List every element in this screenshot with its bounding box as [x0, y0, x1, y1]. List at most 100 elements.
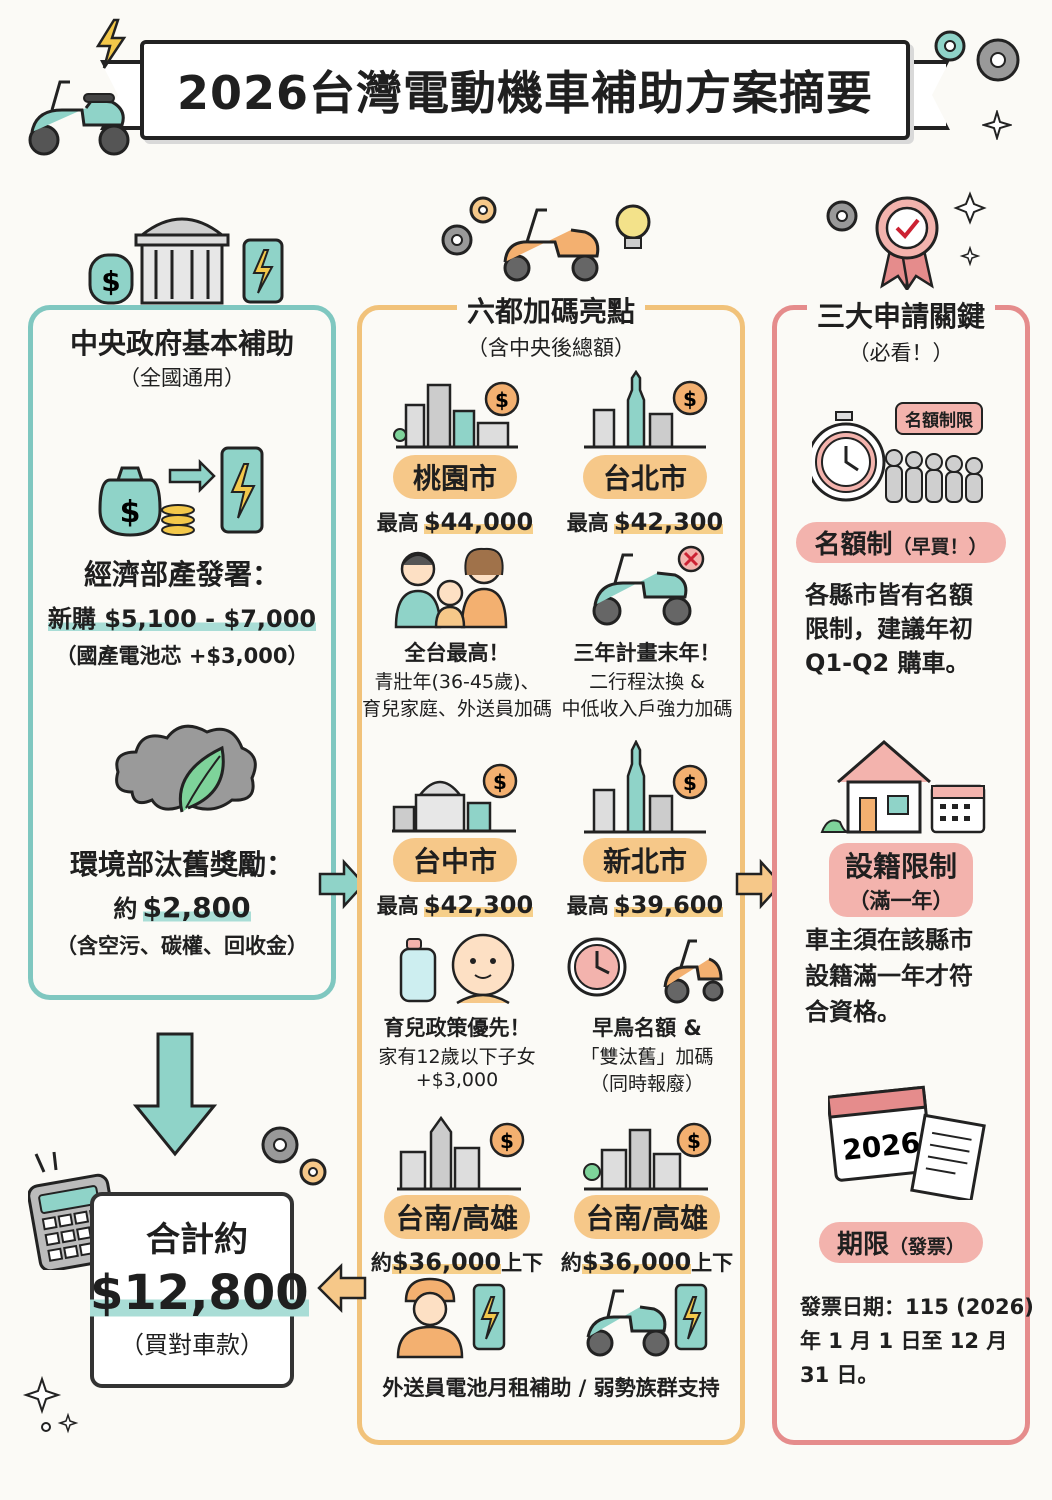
city-newtaipei-note2: 「雙汰舊」加碼: [580, 1046, 714, 1068]
central-panel: [28, 305, 336, 1000]
deadline-text: 發票日期：115 (2026) 年 1 月 1 日至 12 月 31 日。: [800, 1290, 1034, 1392]
residency-title-block: 設籍限制 （滿一年）: [772, 843, 1030, 917]
city-taoyuan-max: $44,000: [423, 508, 534, 536]
city-tainan-left-name: 台南/高雄: [383, 1195, 531, 1239]
deadline-text-line-1: 發票日期：115 (2026): [800, 1295, 1034, 1319]
city-taichung-max: $42,300: [423, 891, 534, 919]
quota-text-line-2: 限制，建議年初: [805, 615, 973, 643]
title-banner: 2026台灣電動機車補助方案摘要: [140, 40, 910, 140]
keys-heading-block: 三大申請關鍵 （必看！）: [772, 295, 1030, 367]
keys-subheading: （必看！）: [848, 341, 954, 365]
government-building-icon: $: [88, 217, 284, 305]
residency-text-line-2: 設籍滿一年才符: [805, 962, 973, 990]
total-label: 合計約: [146, 1220, 248, 1260]
city-taichung-note1: 育兒政策優先！: [383, 1016, 531, 1040]
city-taichung-max-prefix: 最高: [376, 894, 419, 918]
city-taoyuan-name: 桃園市: [392, 455, 517, 499]
city-taoyuan: 桃園市 最高 $44,000: [365, 455, 545, 537]
moea-amount: 新購 $5,100 - $7,000: [47, 605, 317, 633]
svg-text:$: $: [493, 770, 507, 794]
house-calendar-icon: [820, 740, 986, 834]
city-newtaipei: 新北市 最高 $39,600: [555, 838, 735, 920]
city-newtaipei-name: 新北市: [582, 838, 707, 882]
residency-text-line-3: 合資格。: [805, 998, 901, 1026]
lightning-icon: [95, 18, 127, 69]
quota-title-block: 名額制（早買！）: [772, 522, 1030, 563]
residency-text-line-1: 車主須在該縣市: [805, 926, 973, 954]
svg-text:$: $: [683, 771, 697, 795]
cities-heading-block: 六都加碼亮點 （含中央後總額）: [357, 290, 745, 362]
baby-bottle-icon: [399, 933, 515, 1005]
city-taoyuan-note3: 育兒家庭、外送員加碼: [362, 698, 553, 720]
moea-extra: （國產電池芯 +$3,000）: [55, 644, 309, 668]
taipei101-skyline-icon: $: [584, 740, 708, 834]
total-amount: $12,800: [90, 1265, 309, 1321]
money-to-battery-icon: $: [98, 446, 264, 537]
cities-bottom-note-block: 外送員電池月租補助 / 弱勢族群支持: [357, 1372, 745, 1402]
svg-text:$: $: [120, 495, 141, 530]
smoke-leaf-icon: [115, 724, 257, 813]
city-tainan-left-prefix: 約: [370, 1251, 392, 1275]
city-taipei-note2: 二行程汰換 &: [589, 671, 705, 693]
residency-sub: （滿一年）: [848, 889, 954, 913]
city-taoyuan-note1: 全台最高！: [404, 641, 510, 665]
svg-text:$: $: [683, 387, 697, 411]
city-taichung: 台中市 最高 $42,300: [365, 838, 545, 920]
deadline-title: 期限: [836, 1230, 889, 1260]
epa-amount-prefix: 約: [113, 895, 138, 923]
city-taipei-max: $42,300: [613, 508, 724, 536]
city-newtaipei-max-prefix: 最高: [566, 894, 609, 918]
city-taichung-notes: 育兒政策優先！ 家有12歲以下子女 +$3,000: [362, 1012, 552, 1091]
page-title: 2026台灣電動機車補助方案摘要: [176, 66, 874, 120]
cities-heading: 六都加碼亮點: [456, 295, 645, 328]
deadline-text-line-3: 31 日。: [800, 1363, 879, 1387]
city-newtaipei-notes: 早鳥名額 & 「雙汰舊」加碼 （同時報廢）: [552, 1012, 742, 1096]
central-heading: 中央政府基本補助: [69, 327, 294, 360]
quota-tag-label: 名額制限: [905, 411, 973, 431]
epa-block: 環境部汰舊獎勵： 約 $2,800 （含空污、碳權、回收金）: [28, 843, 336, 960]
city-tainan-left-amount: $36,000: [391, 1248, 502, 1276]
total-note: （買對車款）: [120, 1331, 264, 1359]
badge-gear-icon: [826, 191, 987, 290]
city-taoyuan-max-prefix: 最高: [376, 511, 419, 535]
city-newtaipei-note1: 早鳥名額 &: [592, 1016, 702, 1040]
quota-title: 名額制: [814, 530, 893, 560]
scooter-gears-bulb-icon: [441, 196, 651, 282]
residency-title: 設籍限制: [844, 850, 957, 883]
sparkle-icon: [22, 1375, 79, 1434]
city-taoyuan-notes: 全台最高！ 青壯年(36-45歲)、 育兒家庭、外送員加碼: [362, 637, 552, 721]
deadline-title-block: 期限（發票）: [772, 1222, 1030, 1263]
cities-bottom-note: 外送員電池月租補助 / 弱勢族群支持: [382, 1376, 720, 1400]
scooter-cross-icon: [592, 545, 705, 626]
quota-text-line-3: Q1-Q2 購車。: [805, 649, 970, 677]
city-taipei-note1: 三年計畫末年！: [573, 641, 721, 665]
total-block: 合計約 $12,800 （買對車款）: [90, 1212, 309, 1360]
city-tainan-left-suffix: 上下: [501, 1251, 544, 1275]
left-arrow-icon: [317, 1262, 367, 1314]
sparkle-icon: [982, 110, 1012, 140]
city-taipei: 台北市 最高 $42,300: [555, 455, 735, 537]
svg-text:$: $: [495, 388, 509, 412]
cities-subheading: （含中央後總額）: [467, 336, 635, 360]
city-taipei-name: 台北市: [582, 455, 707, 499]
alarm-clock-scooter-icon: [567, 937, 724, 1004]
quota-text-line-1: 各縣市皆有名額: [805, 581, 973, 609]
family-icon: [394, 547, 508, 629]
quota-tag: 名額制限: [895, 402, 983, 435]
capitol-skyline-icon: $: [392, 763, 518, 833]
epa-amount: $2,800: [142, 891, 251, 924]
svg-text:$: $: [101, 265, 120, 298]
city-taichung-note2: 家有12歲以下子女: [378, 1046, 536, 1068]
city-taipei-notes: 三年計畫末年！ 二行程汰換 & 中低收入戶強力加碼: [552, 637, 742, 721]
deadline-text-line-2: 年 1 月 1 日至 12 月: [800, 1329, 1008, 1353]
city-tainan-right: 台南/高雄 約$36,000上下: [552, 1195, 742, 1277]
right-arrow-icon: [735, 858, 783, 910]
moea-label: 經濟部產發署：: [83, 558, 280, 591]
city-taichung-name: 台中市: [392, 838, 517, 882]
central-subheading: （全國通用）: [119, 366, 245, 390]
calendar-invoice-icon: 2026: [828, 1085, 986, 1200]
stopwatch-queue-icon: [812, 411, 983, 503]
epa-label: 環境部汰舊獎勵：: [69, 848, 294, 881]
right-arrow-icon: [318, 858, 366, 910]
gears-small-icon: [261, 1126, 327, 1186]
